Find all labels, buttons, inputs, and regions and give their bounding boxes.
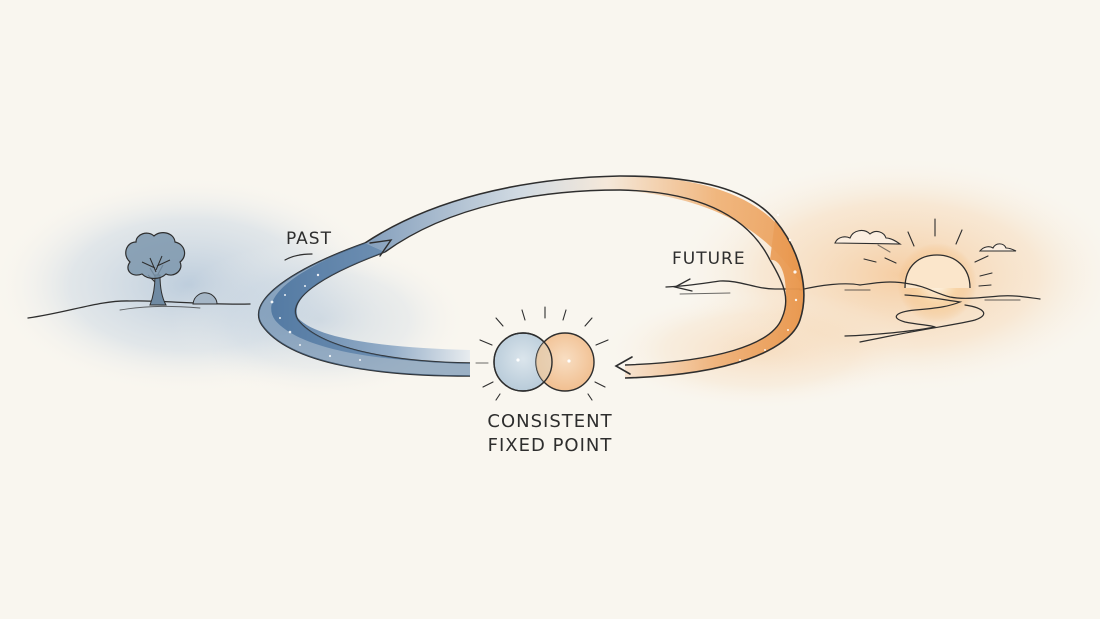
fixed-point-label-line2: FIXED POINT: [487, 435, 613, 456]
future-arrow-left-icon: [665, 278, 801, 295]
fixed-point-arrowhead-icon: [614, 356, 633, 375]
past-label: PAST: [286, 229, 332, 249]
rock-icon: [192, 292, 218, 305]
cloud-icon: [834, 229, 1017, 252]
loop-top-band: [364, 175, 805, 290]
fixed-point-icon: [475, 306, 609, 401]
sparkle-decorations: [270, 214, 798, 361]
future-landscape: [799, 281, 1041, 343]
fixed-point-label-line1: CONSISTENT: [487, 411, 613, 432]
loop-future-band: [624, 219, 805, 379]
future-label: FUTURE: [672, 249, 746, 269]
tree-icon: [125, 232, 186, 306]
loop-past-band: [257, 242, 471, 377]
fixed-point-label: CONSISTENT FIXED POINT: [440, 410, 660, 458]
past-arrowhead-icon: [369, 239, 393, 257]
past-underline: [284, 253, 313, 261]
